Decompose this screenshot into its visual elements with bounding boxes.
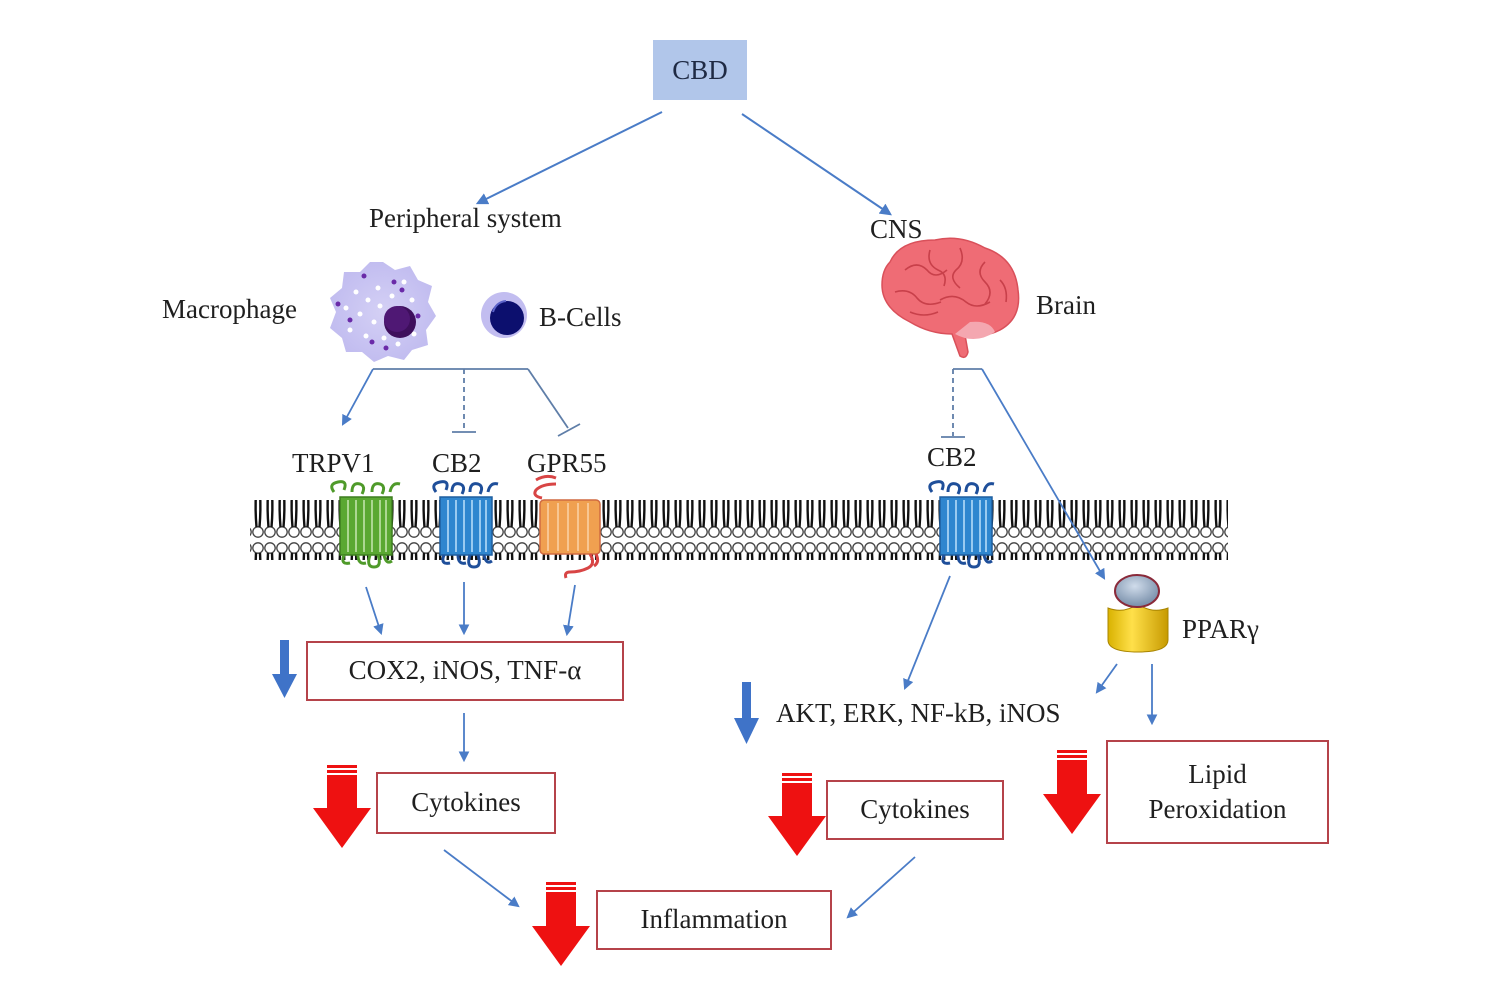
trpv1-receptor-icon	[330, 480, 401, 569]
cns-label: CNS	[870, 214, 923, 244]
lipid-peroxidation-box: Lipid Peroxidation	[1106, 740, 1329, 844]
b-cells-label: B-Cells	[539, 302, 622, 332]
cell-membrane	[250, 500, 1228, 560]
inflammation-text: Inflammation	[640, 904, 788, 935]
red-decrease-arrow-lipid	[1043, 750, 1101, 834]
trpv1-label: TRPV1	[292, 448, 375, 478]
ppar-gamma-label: PPARγ	[1182, 614, 1259, 644]
cb2-cns-label: CB2	[927, 442, 977, 472]
cbd-node: CBD	[653, 40, 747, 100]
b-cell-icon	[481, 292, 527, 338]
macrophage-cell-icon	[330, 262, 436, 362]
blue-decrease-arrow-1	[272, 640, 297, 698]
mediators-box-peripheral: COX2, iNOS, TNF-α	[306, 641, 624, 701]
gpr55-receptor-icon	[533, 474, 601, 579]
cytokines-box-peripheral: Cytokines	[376, 772, 556, 834]
mediators-text-cns: AKT, ERK, NF-kB, iNOS	[776, 698, 1061, 728]
red-decrease-arrow-peripheral	[313, 765, 371, 848]
gpr55-label: GPR55	[527, 448, 607, 478]
ppar-gamma-icon	[1107, 574, 1169, 653]
cytokines-text-cns: Cytokines	[860, 794, 970, 825]
brain-label: Brain	[1036, 290, 1096, 320]
cns-branch-lines	[941, 368, 1106, 580]
red-decrease-arrow-cns	[768, 773, 826, 856]
lipid-line-1: Lipid	[1188, 758, 1247, 789]
blue-decrease-arrow-2	[734, 682, 759, 744]
macrophage-label: Macrophage	[162, 294, 297, 324]
peripheral-branch-lines	[341, 368, 581, 437]
cbd-to-cns-arrow	[741, 113, 892, 216]
cb2-receptor-cns-icon	[928, 480, 995, 569]
red-decrease-arrow-inflammation	[532, 882, 590, 966]
mediators-text-peripheral: COX2, iNOS, TNF-α	[348, 655, 582, 686]
brain-icon	[881, 237, 1020, 359]
cb2-receptor-peripheral-icon	[432, 480, 499, 569]
peripheral-system-label: Peripheral system	[369, 203, 562, 233]
cbd-label: CBD	[672, 54, 728, 85]
cbd-to-peripheral-arrow	[475, 111, 663, 205]
receptor-downstream-arrows	[365, 575, 1158, 919]
cytokines-box-cns: Cytokines	[826, 780, 1004, 840]
inflammation-box: Inflammation	[596, 890, 832, 950]
lipid-line-2: Peroxidation	[1148, 794, 1287, 824]
cb2-peripheral-label: CB2	[432, 448, 482, 478]
cytokines-text-peripheral: Cytokines	[411, 787, 521, 818]
